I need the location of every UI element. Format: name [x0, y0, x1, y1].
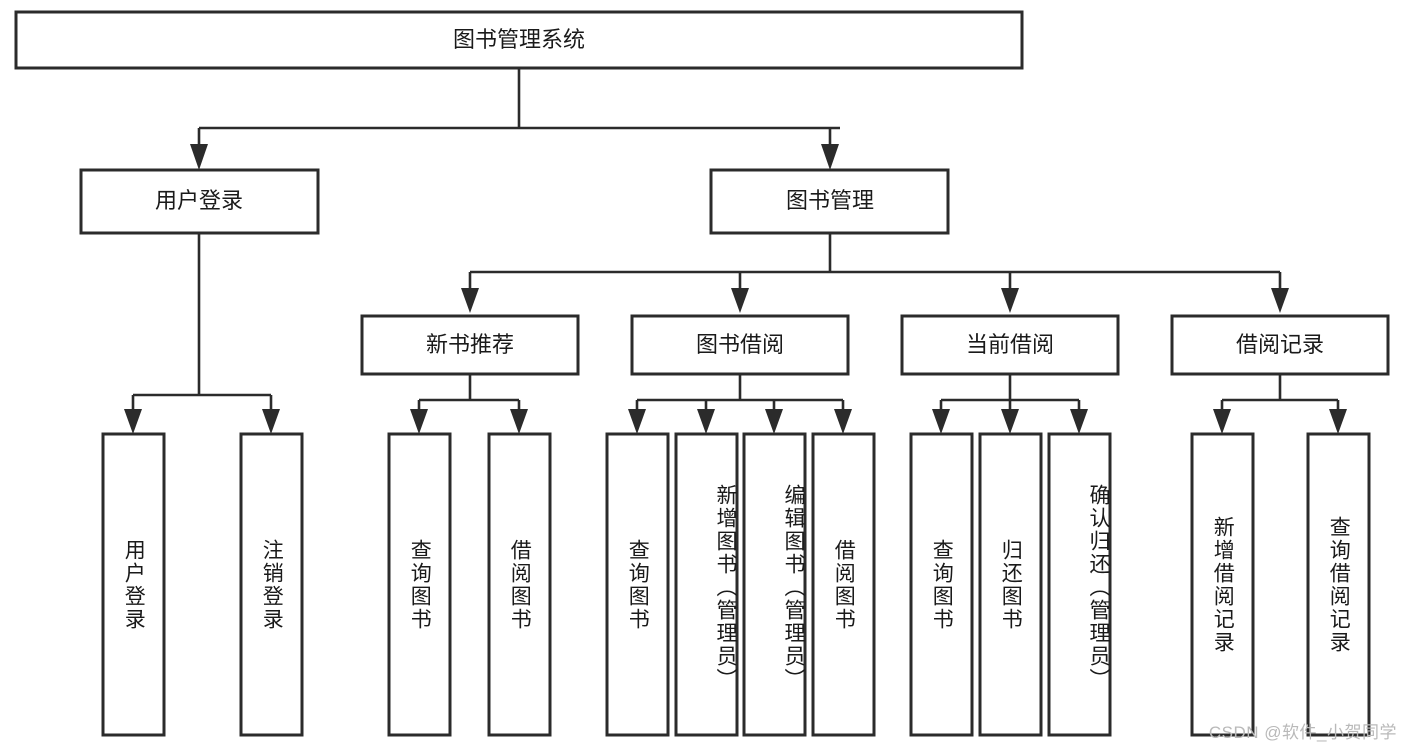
leaf-box-edit-book-admin[interactable]	[742, 432, 807, 737]
leaf-box-query-record[interactable]	[1306, 432, 1371, 737]
leaf-box-user-login[interactable]	[101, 432, 166, 737]
watermark-text: CSDN @软件_小贺同学	[1208, 723, 1397, 742]
node-book-management-label: 图书管理	[786, 188, 874, 213]
connector-borrow-to-leaves	[628, 374, 852, 434]
leaf-box-query-book-1[interactable]	[387, 432, 452, 737]
leaf-box-return-book[interactable]	[978, 432, 1043, 737]
leaf-box-query-book-3[interactable]	[909, 432, 974, 737]
leaf-box-add-book-admin[interactable]	[674, 432, 739, 737]
node-borrow-record[interactable]: 借阅记录	[1170, 314, 1390, 376]
node-new-book-recommend-label: 新书推荐	[426, 332, 514, 357]
node-root-system[interactable]: 图书管理系统	[14, 10, 1024, 70]
connector-bookmgmt-to-level2	[461, 233, 1289, 313]
node-user-login[interactable]: 用户登录	[79, 168, 320, 235]
node-book-management[interactable]: 图书管理	[709, 168, 950, 235]
leaf-box-logout[interactable]	[239, 432, 304, 737]
node-book-borrow-label: 图书借阅	[696, 332, 784, 357]
node-current-borrow[interactable]: 当前借阅	[900, 314, 1120, 376]
connector-newbook-to-leaves	[410, 374, 528, 434]
leaf-box-add-record[interactable]	[1190, 432, 1255, 737]
node-current-borrow-label: 当前借阅	[966, 332, 1054, 357]
leaf-box-borrow-book-1[interactable]	[487, 432, 552, 737]
connector-root-to-level1	[190, 68, 840, 170]
node-user-login-label: 用户登录	[155, 188, 243, 213]
node-book-borrow[interactable]: 图书借阅	[630, 314, 850, 376]
connector-userlogin-to-leaves	[124, 233, 280, 434]
connector-record-to-leaves	[1213, 374, 1347, 434]
connector-current-to-leaves	[932, 374, 1088, 434]
leaf-box-borrow-book-2[interactable]	[811, 432, 876, 737]
node-borrow-record-label: 借阅记录	[1236, 332, 1324, 357]
node-new-book-recommend[interactable]: 新书推荐	[360, 314, 580, 376]
node-root-label: 图书管理系统	[453, 27, 585, 52]
leaf-box-confirm-return-admin[interactable]	[1047, 432, 1112, 737]
leaf-box-query-book-2[interactable]	[605, 432, 670, 737]
